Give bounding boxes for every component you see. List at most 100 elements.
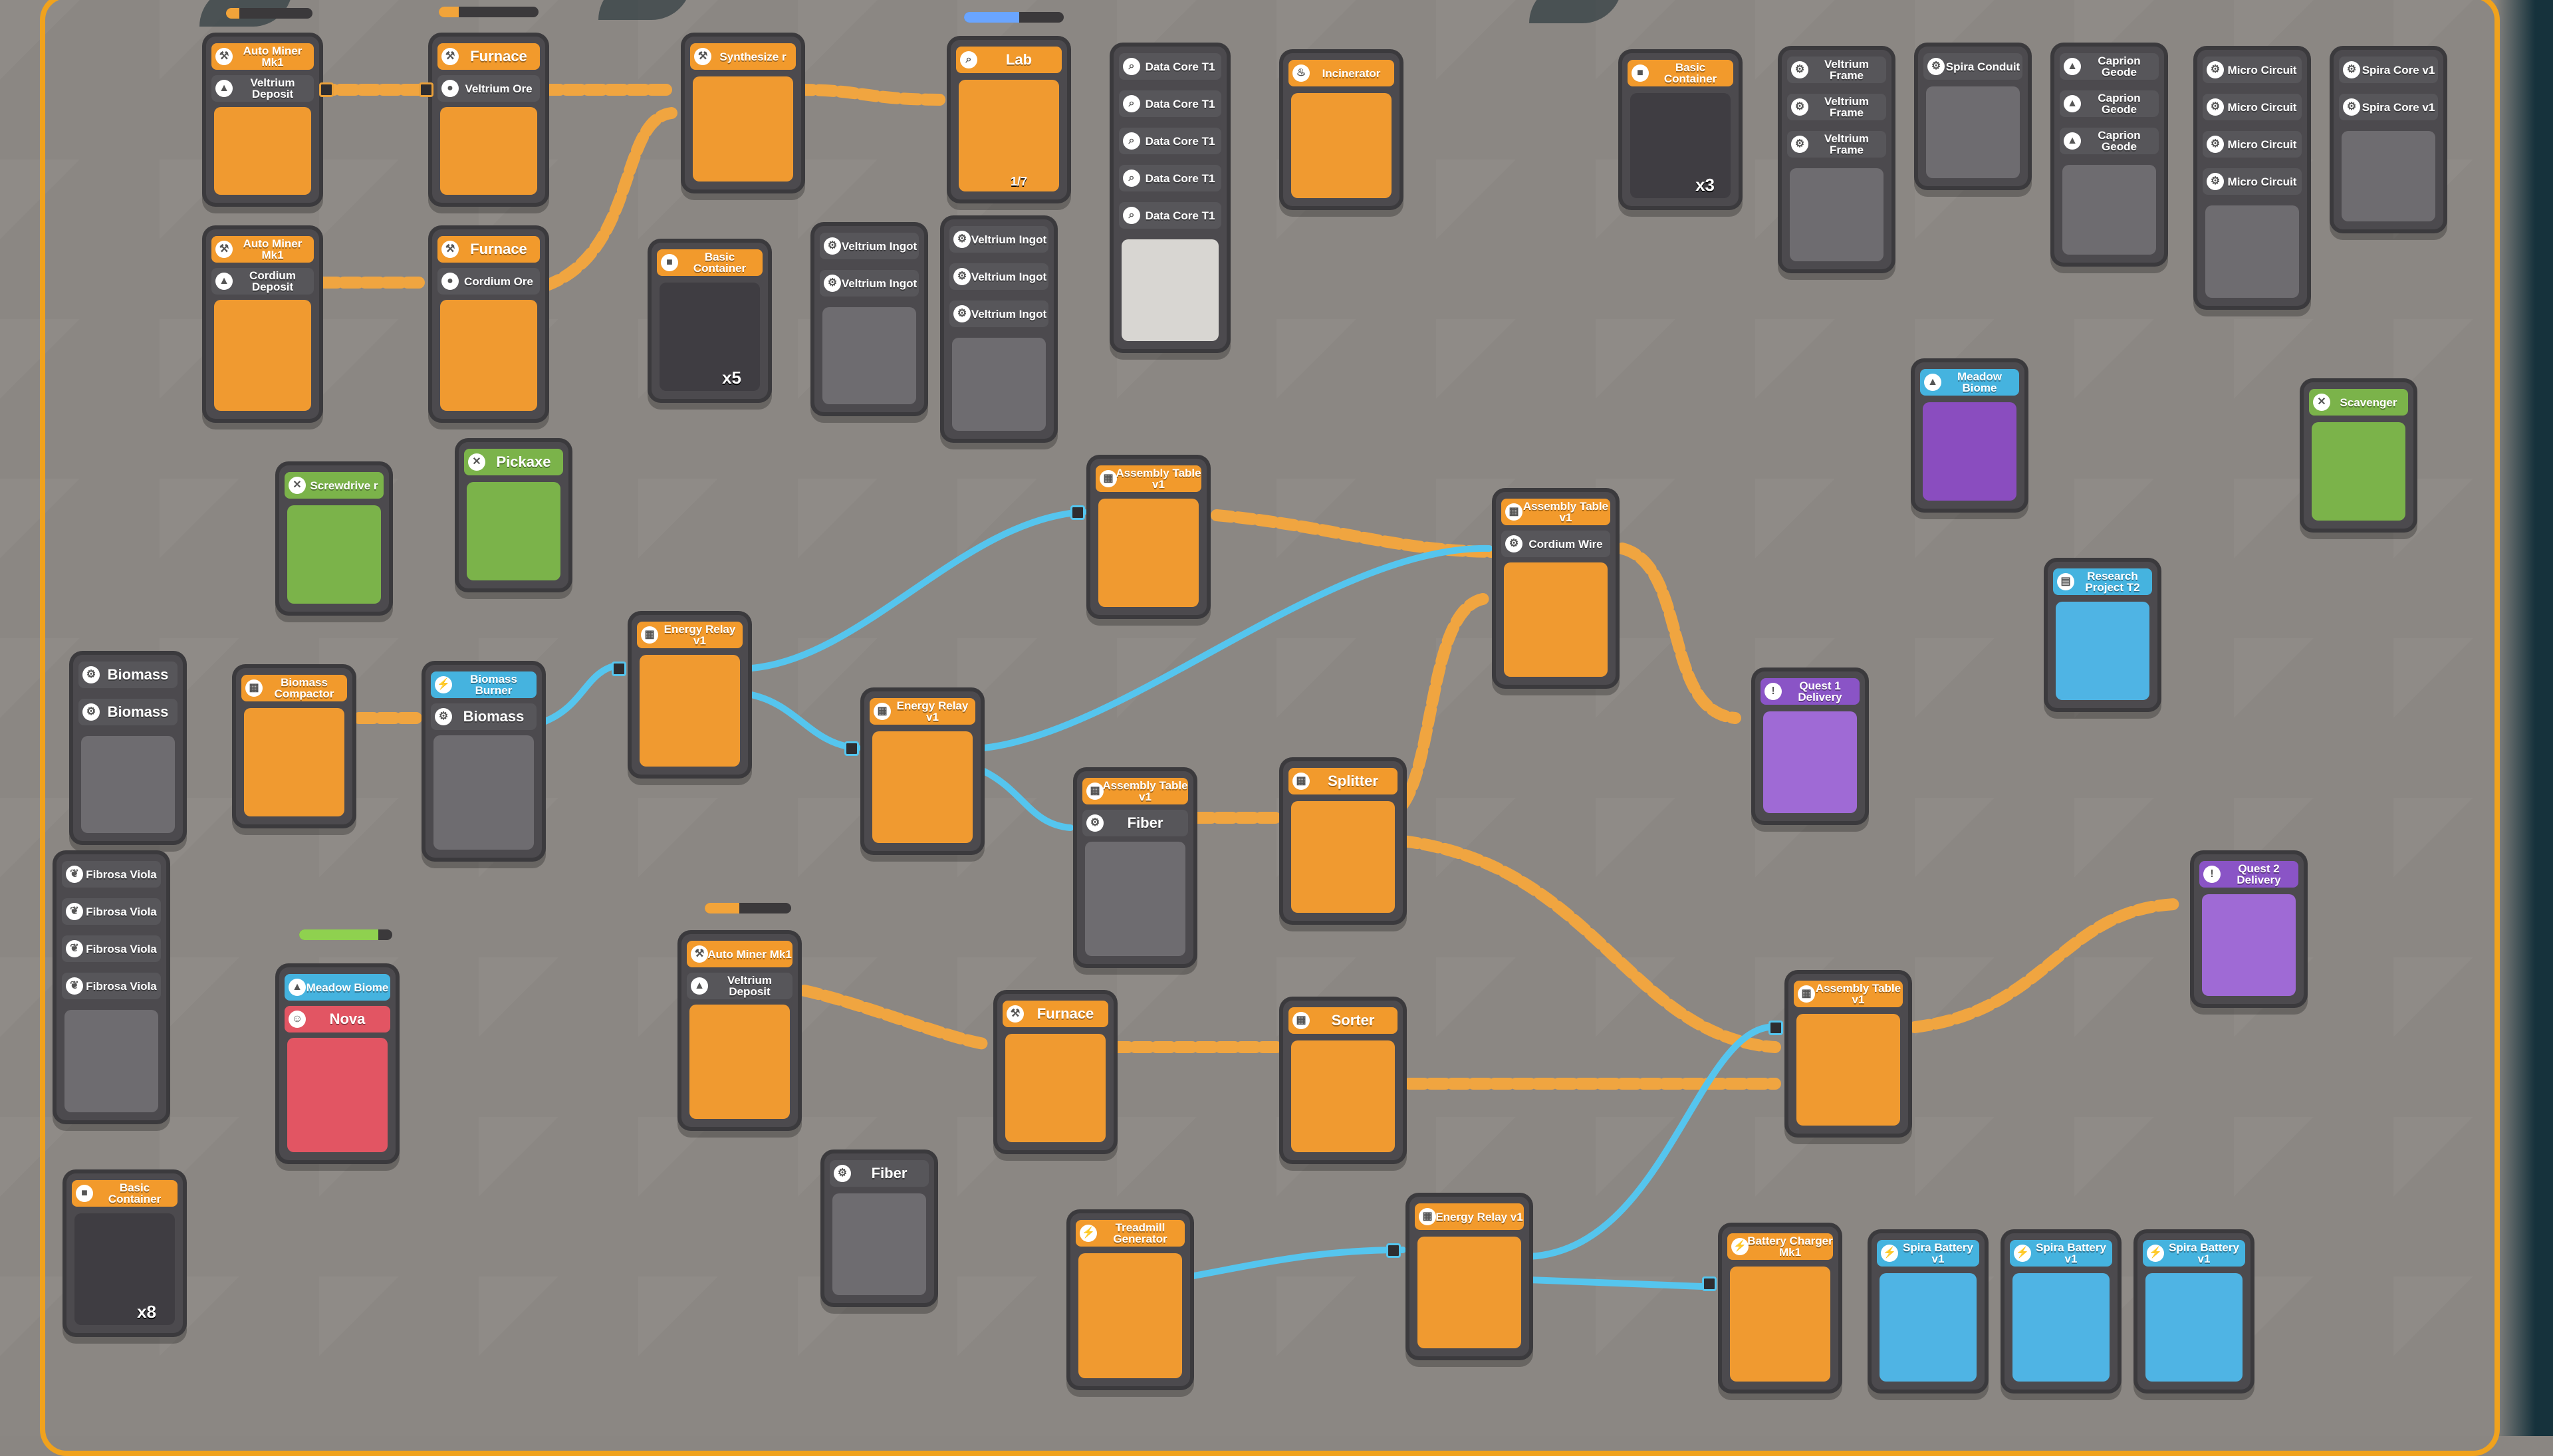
- card-miner-2[interactable]: ⚒Auto Miner Mk1 ▲Cordium Deposit: [206, 229, 319, 419]
- card-title: ▦Biomass Compactor: [241, 675, 347, 701]
- hammer-icon: ⚒: [694, 48, 711, 65]
- card-title: ▦Assembly Table v1: [1794, 981, 1903, 1007]
- card-assembly-table-2[interactable]: ▦Assembly Table v1 ⚙Cordium Wire: [1496, 492, 1616, 685]
- card-treadmill-generator[interactable]: ⚡Treadmill Generator: [1070, 1213, 1190, 1386]
- card-spira-battery-3[interactable]: ⚡Spira Battery v1: [2137, 1233, 2250, 1390]
- card-biomass-burner[interactable]: ⚡Biomass Burner ⚙Biomass: [426, 665, 542, 858]
- progress-fill: [439, 7, 459, 17]
- card-fiber[interactable]: ⚙Fiber: [824, 1153, 934, 1303]
- card-biomass-stack[interactable]: ⚙Biomass ⚙Biomass: [73, 655, 183, 841]
- stack-label: ⚙Veltrium Frame: [1787, 131, 1886, 158]
- card-incinerator[interactable]: ♨Incinerator: [1283, 53, 1399, 206]
- box-icon: ■: [661, 254, 678, 271]
- fiber-illustration: [832, 1193, 926, 1295]
- card-subtitle: ⚙Biomass: [431, 703, 537, 730]
- card-subtitle: ▲Veltrium Deposit: [687, 973, 792, 999]
- card-subtitle: ▲Veltrium Deposit: [211, 75, 314, 102]
- card-data-core-stack[interactable]: ⌕Data Core T1 ⌕Data Core T1 ⌕Data Core T…: [1114, 47, 1227, 349]
- energy-port[interactable]: [1386, 1243, 1401, 1258]
- battery-illustration: [2145, 1273, 2243, 1382]
- card-furnace-1[interactable]: ⚒Furnace ●Veltrium Ore: [432, 37, 545, 203]
- card-nova-character[interactable]: ▲Meadow Biome ☺Nova: [279, 967, 396, 1160]
- input-port[interactable]: [419, 82, 433, 97]
- label: Basic Container: [1663, 61, 1717, 85]
- gear-icon: ⚙: [1791, 136, 1808, 153]
- card-assembly-table-3[interactable]: ▦Assembly Table v1 ⚙Fiber: [1077, 771, 1193, 964]
- output-port[interactable]: [319, 82, 334, 97]
- stack-label: ⚙Veltrium Frame: [1787, 94, 1886, 120]
- card-lab[interactable]: ⌕Lab 1/7: [951, 40, 1067, 199]
- card-assembly-table-1[interactable]: ▦Assembly Table v1: [1090, 459, 1207, 615]
- splitter-illustration: [1291, 801, 1395, 913]
- label: Auto Miner Mk1: [243, 45, 303, 68]
- gear-icon: ⚙: [2207, 98, 2224, 116]
- biomass-illustration: [81, 736, 175, 833]
- card-screwdriver[interactable]: ✕Screwdrive r: [279, 465, 389, 612]
- card-miner-3[interactable]: ⚒Auto Miner Mk1 ▲Veltrium Deposit: [681, 934, 798, 1127]
- card-splitter[interactable]: ▦Splitter: [1283, 761, 1403, 921]
- card-assembly-table-4[interactable]: ▦Assembly Table v1: [1788, 974, 1908, 1134]
- label: Biomass: [107, 703, 169, 720]
- card-energy-relay-3[interactable]: ▦Energy Relay v1: [1409, 1197, 1529, 1356]
- card-furnace-2[interactable]: ⚒Furnace ●Cordium Ore: [432, 229, 545, 419]
- energy-port[interactable]: [1070, 505, 1085, 520]
- card-spira-battery-2[interactable]: ⚡Spira Battery v1: [2005, 1233, 2118, 1390]
- stack-label: ⚙Biomass: [78, 699, 178, 725]
- search-icon: ⌕: [1123, 207, 1140, 224]
- energy-port[interactable]: [844, 741, 859, 756]
- card-quest-2-delivery[interactable]: !Quest 2 Delivery: [2194, 854, 2304, 1004]
- card-container-1[interactable]: ■Basic Container x3: [1622, 53, 1739, 206]
- card-container-3[interactable]: ■Basic Container x8: [66, 1173, 183, 1333]
- label: Quest 2 Delivery: [2237, 862, 2281, 886]
- card-geode-stack[interactable]: ▲Caprion Geode ▲Caprion Geode ▲Caprion G…: [2054, 47, 2164, 263]
- label: Pickaxe: [496, 453, 551, 470]
- card-ingot-stack-2[interactable]: ⚙Veltrium Ingot ⚙Veltrium Ingot ⚙Veltriu…: [944, 219, 1054, 439]
- card-title: ⌕Lab: [956, 47, 1062, 73]
- card-frame-stack[interactable]: ⚙Veltrium Frame ⚙Veltrium Frame ⚙Veltriu…: [1782, 50, 1891, 269]
- ore-icon: ●: [441, 80, 459, 97]
- card-spira-conduit[interactable]: ⚙Spira Conduit: [1918, 47, 2028, 186]
- stack-label: ⚙Veltrium Ingot: [820, 270, 919, 297]
- gear-icon: ⚙: [2207, 61, 2224, 78]
- energy-port[interactable]: [1768, 1021, 1783, 1035]
- progress-fill: [226, 8, 239, 19]
- card-synthesizer[interactable]: ⚒Synthesize r: [685, 37, 801, 189]
- card-quest-1-delivery[interactable]: !Quest 1 Delivery: [1755, 671, 1865, 821]
- card-title: ✕Pickaxe: [464, 449, 563, 475]
- stack-label: ⚙Veltrium Ingot: [820, 233, 919, 259]
- card-container-2[interactable]: ■ Basic Container x5: [652, 243, 768, 399]
- card-miner-1[interactable]: ⚒Auto Miner Mk1 ▲Veltrium Deposit: [206, 37, 319, 203]
- card-ingot-stack-1[interactable]: ⚙Veltrium Ingot ⚙Veltrium Ingot: [814, 226, 924, 412]
- card-sorter[interactable]: ▦Sorter: [1283, 1001, 1403, 1160]
- card-furnace-3[interactable]: ⚒Furnace: [997, 994, 1114, 1150]
- card-pickaxe[interactable]: ✕Pickaxe: [459, 442, 568, 588]
- label: Data Core T1: [1145, 209, 1215, 222]
- card-circuit-stack[interactable]: ⚙Micro Circuit ⚙Micro Circuit ⚙Micro Cir…: [2197, 50, 2307, 306]
- card-spira-battery-1[interactable]: ⚡Spira Battery v1: [1872, 1233, 1985, 1390]
- label: Basic Container: [693, 251, 747, 275]
- card-scavenger[interactable]: ✕Scavenger: [2304, 382, 2413, 529]
- conveyor-links: [313, 84, 2180, 1090]
- card-title: ■ Basic Container: [657, 249, 763, 276]
- card-title: ✕Screwdrive r: [285, 472, 384, 499]
- ingot-illustration: [822, 307, 916, 404]
- item-count: x5: [722, 368, 741, 388]
- item-count: x8: [137, 1302, 156, 1322]
- card-title: ⚡Biomass Burner: [431, 671, 537, 698]
- energy-port[interactable]: [1702, 1276, 1717, 1291]
- gear-icon: ⚙: [1927, 58, 1945, 75]
- card-spira-core-stack[interactable]: ⚙Spira Core v1 ⚙Spira Core v1: [2334, 50, 2443, 229]
- card-biomass-compactor[interactable]: ▦Biomass Compactor: [236, 668, 352, 824]
- container-illustration: [1630, 93, 1731, 198]
- card-title: !Quest 2 Delivery: [2199, 861, 2298, 888]
- card-research-project[interactable]: ▤Research Project T2: [2048, 562, 2157, 708]
- label: Spira Core v1: [2362, 63, 2435, 76]
- card-energy-relay-2[interactable]: ▦Energy Relay v1: [864, 691, 981, 851]
- card-meadow-biome[interactable]: ▲Meadow Biome: [1915, 362, 2024, 509]
- card-energy-relay-1[interactable]: ▦Energy Relay v1: [632, 615, 748, 775]
- energy-port[interactable]: [612, 662, 626, 676]
- card-title: ⚡Spira Battery v1: [2143, 1240, 2245, 1267]
- card-fibrosa-stack[interactable]: ❦Fibrosa Viola ❦Fibrosa Viola ❦Fibrosa V…: [57, 854, 166, 1120]
- card-title: ⚒Auto Miner Mk1: [211, 43, 314, 70]
- card-battery-charger[interactable]: ⚡Battery Charger Mk1: [1722, 1227, 1838, 1390]
